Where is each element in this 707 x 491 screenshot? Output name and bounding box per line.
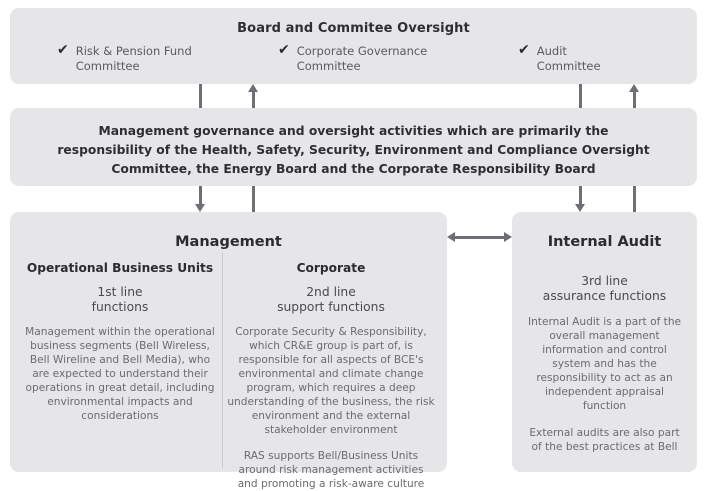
arrow-down-icon — [195, 204, 205, 212]
column-line-type: functions — [91, 300, 149, 314]
audit-line-designation: 3rd line assurance functions — [524, 274, 685, 304]
check-icon: ✔ — [57, 42, 69, 58]
committee-label-line2: Committee — [536, 59, 601, 73]
committee-label-line1: Corporate Governance — [296, 44, 428, 58]
committee-label: Audit Committee — [537, 44, 601, 74]
management-column-operational-business-units: Operational Business Units 1st line func… — [22, 260, 218, 423]
committee-item-corporate-governance: ✔ Corporate Governance Committee — [278, 42, 428, 74]
column-heading: Operational Business Units — [26, 261, 214, 275]
board-oversight-box: Board and Commitee Oversight ✔ Risk & Pe… — [10, 8, 697, 84]
internal-audit-content: 3rd line assurance functions Internal Au… — [524, 274, 685, 454]
arrow-up-icon — [248, 84, 258, 92]
governance-line-2: responsibility of the Health, Safety, Se… — [57, 143, 650, 157]
audit-paragraph: Internal Audit is a part of the overall … — [527, 316, 682, 412]
column-line-label: 2nd line — [306, 285, 356, 299]
audit-paragraph: External audits are also part of the bes… — [529, 427, 680, 453]
board-oversight-title: Board and Commitee Oversight — [237, 21, 470, 36]
arrow-down-icon — [575, 204, 585, 212]
governance-line-1: Management governance and oversight acti… — [98, 124, 609, 138]
audit-line-label: 3rd line — [581, 274, 628, 288]
management-box: Management Operational Business Units 1s… — [10, 212, 447, 490]
internal-audit-title: Internal Audit — [547, 234, 662, 250]
committee-label-line2: Committee — [296, 59, 361, 73]
management-column-divider — [222, 252, 223, 468]
column-paragraph: Corporate Security & Responsibility, whi… — [227, 326, 435, 436]
column-line-label: 1st line — [97, 285, 143, 299]
column-heading: Corporate — [296, 261, 366, 275]
column-line-designation: 2nd line support functions — [227, 285, 435, 315]
management-title: Management — [175, 234, 282, 250]
internal-audit-box: Internal Audit 3rd line assurance functi… — [512, 212, 697, 472]
arrow-up-icon — [629, 84, 639, 92]
management-governance-box: Management governance and oversight acti… — [10, 108, 697, 186]
check-icon: ✔ — [518, 42, 530, 58]
committee-label: Risk & Pension Fund Committee — [76, 44, 192, 74]
management-column-corporate: Corporate 2nd line support functions Cor… — [227, 260, 435, 491]
column-paragraph: RAS supports Bell/Business Units around … — [237, 450, 425, 490]
column-paragraph: Management within the operational busine… — [25, 326, 215, 422]
committee-label-line2: Committee — [75, 59, 140, 73]
arrow-left-icon — [447, 232, 455, 242]
committee-label-line1: Risk & Pension Fund — [75, 44, 192, 58]
committee-item-risk-pension-fund: ✔ Risk & Pension Fund Committee — [57, 42, 192, 74]
committee-label-line1: Audit — [536, 44, 567, 58]
committee-item-audit: ✔ Audit Committee — [518, 42, 601, 74]
management-governance-text: Management governance and oversight acti… — [40, 122, 667, 179]
check-icon: ✔ — [278, 42, 290, 58]
governance-line-3: Committee, the Energy Board and the Corp… — [111, 162, 596, 176]
audit-line-type: assurance functions — [542, 289, 667, 303]
column-line-designation: 1st line functions — [22, 285, 218, 315]
committee-label: Corporate Governance Committee — [297, 44, 428, 74]
arrow-right-icon — [504, 232, 512, 242]
column-line-type: support functions — [277, 300, 385, 314]
